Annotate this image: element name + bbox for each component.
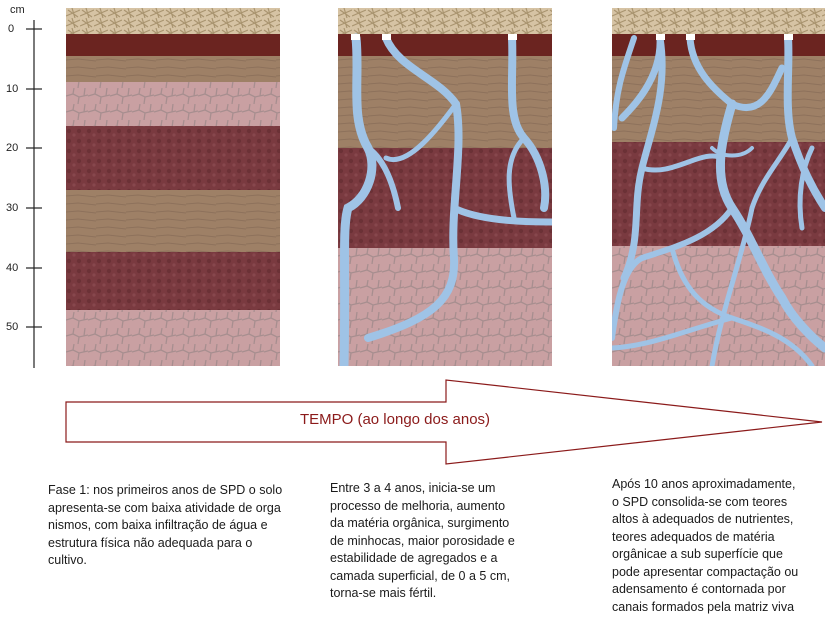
soil-profile-phase-3	[612, 8, 825, 366]
caption-phase-3: Após 10 anos aproximadamente, o SPD cons…	[612, 476, 827, 616]
soil-profile-phase-1	[66, 8, 280, 366]
caption-phase-2: Entre 3 a 4 anos, inicia-se um processo …	[330, 480, 560, 603]
axis-tick-40: 40	[6, 262, 18, 274]
time-arrow-label: TEMPO (ao longo dos anos)	[230, 411, 560, 428]
axis-tick-0: 0	[8, 23, 14, 35]
soil-profile-phase-2	[338, 8, 552, 366]
topsoil-layer	[66, 34, 280, 56]
axis-tick-50: 50	[6, 321, 18, 333]
axis-tick-30: 30	[6, 202, 18, 214]
caption-phase-1: Fase 1: nos primeiros anos de SPD o solo…	[48, 482, 323, 570]
axis-tick-20: 20	[6, 142, 18, 154]
axis-tick-10: 10	[6, 83, 18, 95]
